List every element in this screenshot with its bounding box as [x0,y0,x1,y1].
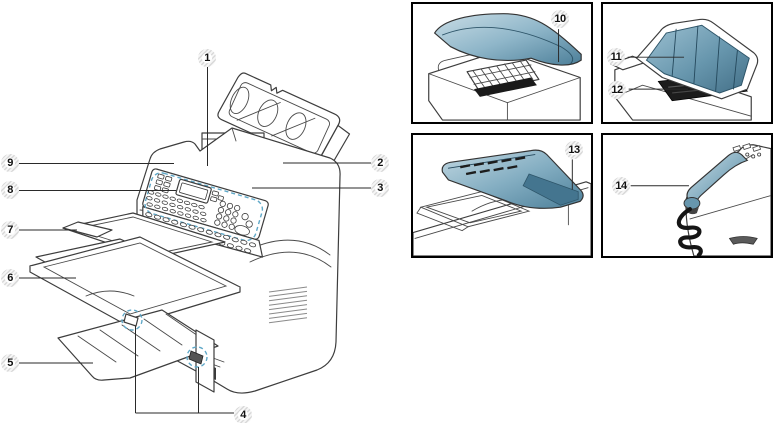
adf-highlighted [441,149,584,209]
callout-5-label: 5 [7,356,13,369]
scan-unit-open-highlighted [636,18,759,100]
menu-buttons [153,173,224,203]
callout-10: 10 [551,10,569,28]
side-vent-grille [268,286,308,324]
callout-12: 12 [608,81,626,99]
document-tray-wireframe [416,191,531,232]
callout-10-label: 10 [554,12,566,25]
callout-3-label: 3 [377,181,383,194]
document-feed-rollers [466,59,540,97]
handset-illustration [630,143,771,256]
callout-8-label: 8 [7,183,13,196]
handset-highlighted [683,151,749,215]
callout-14: 14 [612,177,630,195]
callout-2: 2 [371,154,389,172]
scanner-lid-highlighted [433,13,582,66]
callout-6: 6 [1,269,19,287]
callout-4: 4 [234,406,252,423]
detail-panel-adf [411,133,593,258]
handset-cord [676,207,703,256]
callout-11-label: 11 [610,50,622,63]
scanner-lid-illustration [428,13,582,121]
adf-illustration [413,149,591,256]
callout-7: 7 [1,221,19,239]
callout-13: 13 [565,141,583,159]
document-output-tray [62,212,226,259]
printer-corner-body [685,143,771,256]
leader-lines [19,67,371,414]
callout-9: 9 [1,154,19,172]
callout-11: 11 [607,48,625,66]
callout-14-label: 14 [615,179,627,192]
start-stop-buttons [234,213,253,236]
detail-panel-handset [601,133,773,258]
rear-input-tray [217,72,351,170]
paper-width-guide-right [186,346,208,368]
printer-front-view-illustration [19,67,371,414]
control-panel [142,168,269,258]
callout-9-label: 9 [7,156,13,169]
callout-13-label: 13 [568,143,580,156]
detail-panel-scanner-lid [411,2,593,124]
callout-8: 8 [1,181,19,199]
callout-4-label: 4 [240,408,246,421]
callout-3: 3 [371,179,389,197]
lcd-display [175,178,212,204]
callout-1: 1 [198,49,216,67]
callout-2-label: 2 [377,156,383,169]
front-cover-open [57,309,219,393]
callout-12-label: 12 [611,83,623,96]
open-unit-illustration [610,18,759,121]
callout-6-label: 6 [7,271,13,284]
callout-1-label: 1 [204,51,210,64]
output-handle [728,236,758,245]
callout-7-label: 7 [7,223,13,236]
callout-5: 5 [1,354,19,372]
paper-output-tray [29,236,241,327]
detail-panel-open-unit [601,2,773,124]
numeric-keypad [214,200,241,230]
